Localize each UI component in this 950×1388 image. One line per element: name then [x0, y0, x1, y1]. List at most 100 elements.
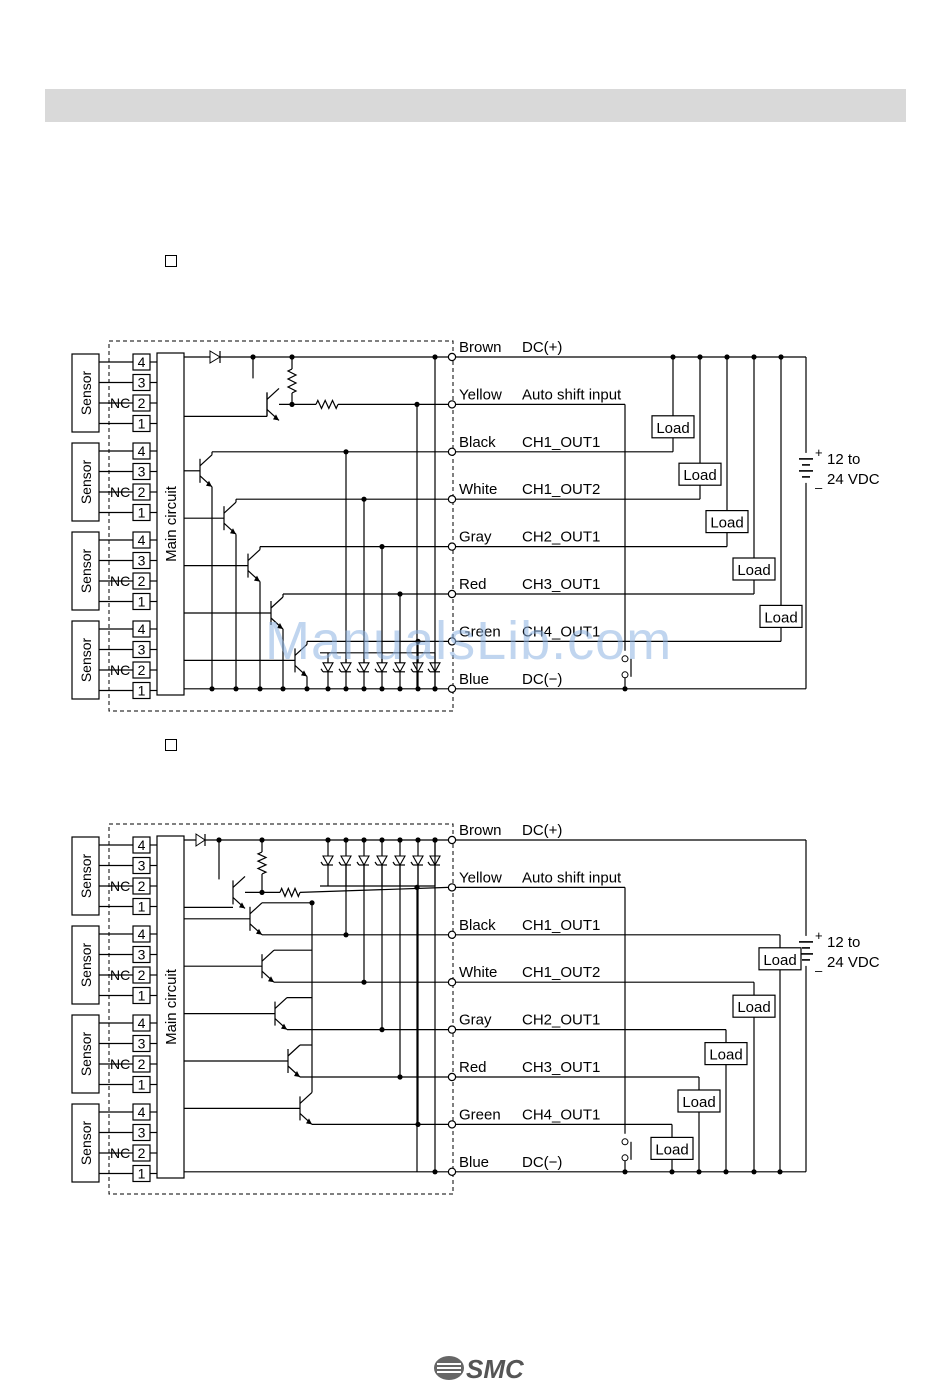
wire-signal-label: CH2_OUT1 — [522, 1012, 600, 1029]
junction-dot — [343, 686, 349, 692]
load-box — [650, 1136, 694, 1161]
pin-number: 4 — [138, 443, 146, 459]
wire-color-label: Green — [459, 1106, 501, 1123]
junction-dot — [432, 837, 438, 843]
sensor-box — [71, 531, 100, 611]
load-label: Load — [710, 515, 743, 532]
sensor-label: Sensor — [78, 370, 94, 415]
pin-number: 4 — [138, 1015, 146, 1031]
transistor-arrow — [281, 1023, 287, 1030]
zener-diode — [340, 855, 352, 867]
terminal — [447, 495, 457, 504]
nc-label: NC — [110, 1145, 130, 1161]
transistor-lead — [261, 949, 275, 962]
junction-dot — [415, 837, 421, 843]
smc-logo: SMC — [434, 1354, 525, 1384]
load-box — [704, 1041, 748, 1066]
terminal — [447, 684, 457, 694]
resistor — [315, 398, 339, 410]
supply-voltage-line1: 12 to — [827, 934, 860, 951]
wire-color-label: White — [459, 481, 497, 498]
transistor-lead — [299, 1091, 313, 1104]
sensor-box — [71, 925, 100, 1005]
wire-signal-label: DC(+) — [522, 822, 562, 839]
smc-logo-icon — [434, 1356, 464, 1380]
checkbox-pnp[interactable] — [165, 739, 177, 751]
zener-bar — [410, 668, 414, 673]
terminal — [447, 589, 457, 599]
supply-plus: + — [815, 928, 823, 943]
load-box — [705, 510, 749, 534]
pin-number: 3 — [138, 464, 146, 480]
junction-dot — [669, 1169, 675, 1175]
sensor-label: Sensor — [78, 459, 94, 504]
junction-dot — [397, 837, 403, 843]
sensor-label: Sensor — [78, 1120, 94, 1165]
pin-number: 1 — [138, 683, 146, 699]
yellow-wire — [299, 886, 449, 893]
transistor-lead — [247, 549, 261, 562]
terminal — [447, 1167, 457, 1177]
wire-color-label: Black — [459, 917, 496, 934]
sensor-label: Sensor — [78, 942, 94, 987]
load-label: Load — [763, 952, 796, 969]
transistor-arrow — [273, 414, 279, 421]
zener-bar — [427, 861, 431, 866]
pin-number: 4 — [138, 837, 146, 853]
transistor-arrow — [301, 670, 307, 677]
wire-signal-label: CH3_OUT1 — [522, 576, 600, 593]
battery-gap — [798, 935, 814, 966]
pin-number: 4 — [138, 926, 146, 942]
transistor-arrow — [239, 902, 245, 909]
pin-number: 2 — [138, 967, 146, 983]
junction-dot — [379, 686, 385, 692]
terminal — [447, 930, 457, 940]
supply-plus: + — [815, 445, 823, 460]
junction-dot — [209, 686, 215, 692]
zener-diode — [412, 855, 424, 867]
checkbox-npn[interactable] — [165, 255, 177, 267]
load-box — [651, 415, 695, 439]
supply-minus: – — [815, 480, 823, 495]
terminal — [447, 1120, 457, 1129]
pin-number: 1 — [138, 988, 146, 1004]
wire-signal-label: CH4_OUT1 — [522, 1106, 600, 1123]
nc-label: NC — [110, 967, 130, 983]
terminal — [447, 352, 457, 362]
terminal — [447, 835, 457, 845]
load-label: Load — [682, 1094, 715, 1111]
wire-signal-label: CH1_OUT1 — [522, 434, 600, 451]
transistor-lead — [287, 1044, 301, 1057]
load-box — [732, 557, 776, 581]
pin-number: 3 — [138, 1125, 146, 1141]
wire-color-label: Gray — [459, 1012, 492, 1029]
transistor-lead — [270, 596, 284, 609]
wire-color-label: Blue — [459, 1154, 489, 1171]
junction-dot — [432, 1169, 438, 1175]
transistor-lead — [294, 643, 308, 656]
pin-number: 2 — [138, 1056, 146, 1072]
load-box — [678, 462, 722, 486]
sensor-box — [71, 836, 100, 916]
load-label: Load — [737, 562, 770, 579]
zener-bar — [356, 668, 360, 673]
pin-number: 3 — [138, 947, 146, 963]
switch-contact — [621, 1154, 629, 1162]
zener-bar — [338, 861, 342, 866]
transistor-lead — [249, 902, 263, 915]
junction-dot — [325, 686, 331, 692]
transistor-arrow — [294, 1071, 300, 1077]
junction-dot — [432, 686, 438, 692]
wire-signal-label: DC(−) — [522, 671, 562, 688]
load-box — [732, 994, 776, 1018]
junction-dot — [432, 354, 438, 360]
pin-number: 3 — [138, 1036, 146, 1052]
junction-dot — [723, 1169, 729, 1175]
junction-dot — [751, 1169, 757, 1175]
terminal — [447, 447, 457, 456]
terminal — [447, 1072, 457, 1082]
pin-number: 4 — [138, 354, 146, 370]
junction-dot — [622, 1169, 628, 1175]
switch-contact — [621, 1138, 629, 1146]
